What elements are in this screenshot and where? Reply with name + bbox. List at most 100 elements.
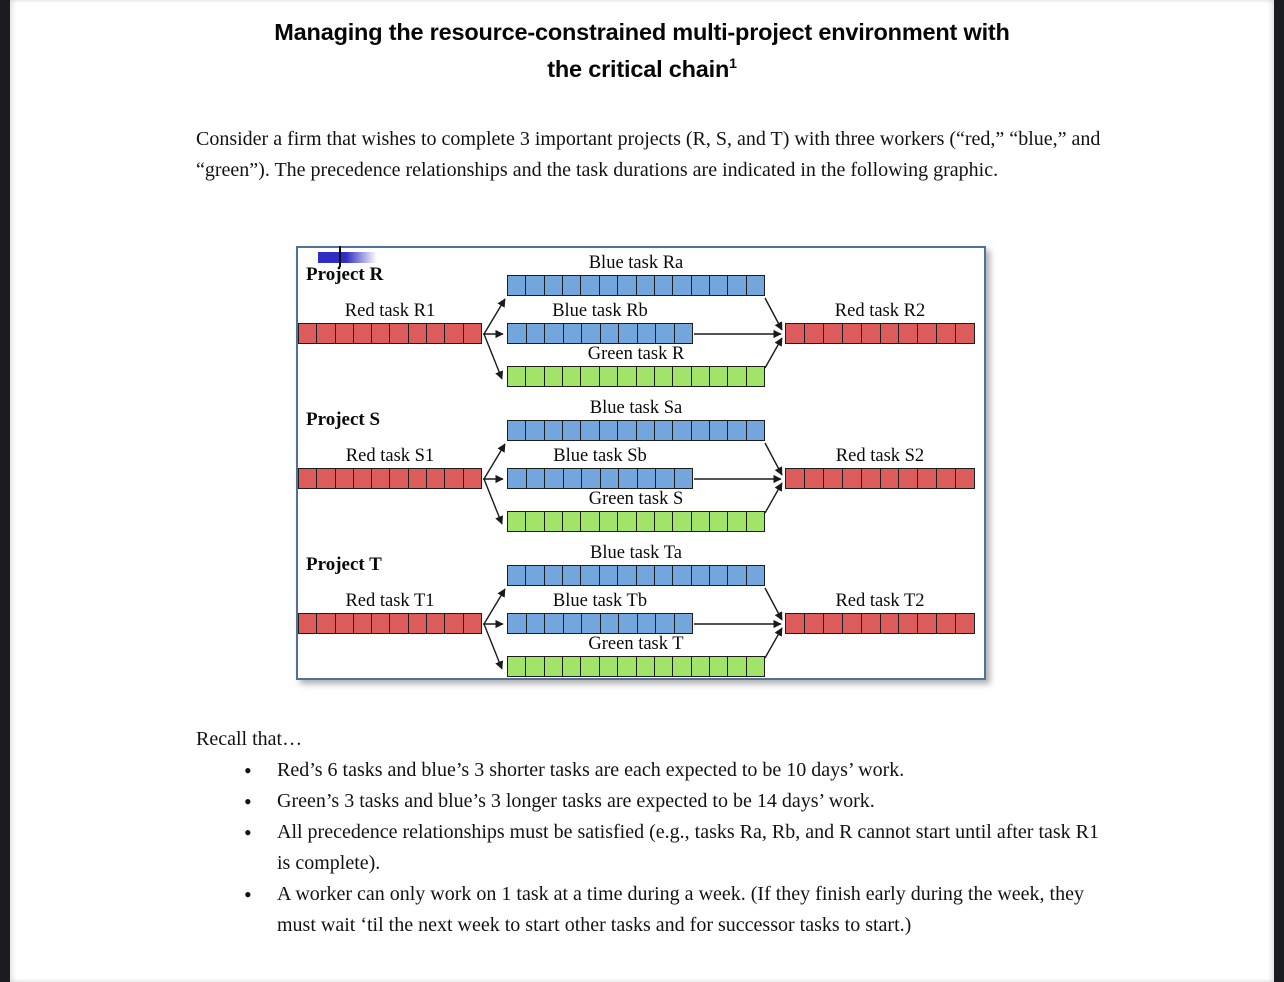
task-cell [445,469,464,488]
task-cell [804,469,824,488]
task-bar-blue-b-t [507,613,693,634]
task-cell [581,367,600,386]
recall-bullet-item: •Green’s 3 tasks and blue’s 3 longer tas… [196,786,1108,817]
task-cell [728,367,747,386]
task-cell [728,512,747,531]
task-cell [691,367,710,386]
recall-bullet-item: •A worker can only work on 1 task at a t… [196,879,1108,941]
task-cell [674,324,692,343]
task-cell [654,512,674,531]
task-cell [563,469,582,488]
task-cell [544,566,564,585]
task-cell [618,367,637,386]
task-cell [390,614,409,633]
task-label-blue-b-t: Blue task Tb [552,591,648,611]
task-cell [728,276,747,295]
task-cell [937,614,957,633]
task-cell [600,614,619,633]
precedence-arrow [483,478,504,525]
task-cell [545,324,564,343]
task-cell [746,566,765,585]
task-cell [463,469,481,488]
task-cell [618,421,637,440]
task-cell [636,657,655,676]
task-cell [619,614,638,633]
task-cell [508,324,527,343]
task-cell [861,614,881,633]
task-cell [600,324,619,343]
task-cell [823,469,843,488]
task-cell [599,276,619,295]
task-label-green-r: Green task R [587,344,685,364]
task-cell [544,367,564,386]
task-cell [956,614,975,633]
task-cell [581,421,600,440]
recall-bullet-text: Red’s 6 tasks and blue’s 3 shorter tasks… [277,759,905,781]
precedence-arrow [483,298,506,335]
task-cell [842,469,862,488]
task-cell [823,614,843,633]
task-cell [353,469,373,488]
task-cell [427,614,446,633]
task-cell [390,469,409,488]
precedence-arrow [483,588,506,625]
task-cell [544,276,564,295]
task-cell [956,324,975,343]
precedence-arrow [764,482,783,514]
page-title: Managing the resource-constrained multi-… [10,14,1274,88]
task-cell [937,469,957,488]
task-bar-red1-s [298,468,482,489]
task-cell [637,324,656,343]
precedence-arrow [764,297,783,331]
task-cell [526,421,545,440]
task-cell [673,566,692,585]
task-cell [804,324,824,343]
task-cell [408,324,428,343]
task-cell [526,566,545,585]
task-bar-blue-b-s [507,468,693,489]
task-cell [880,614,900,633]
task-cell [880,469,900,488]
task-bar-red1-r [298,323,482,344]
task-cell [899,324,919,343]
task-cell [353,614,373,633]
task-cell [618,512,637,531]
task-cell [427,469,446,488]
task-cell [674,469,692,488]
task-cell [299,614,318,633]
task-cell [709,367,729,386]
task-label-green-s: Green task S [588,489,684,509]
task-bar-red1-t [298,613,482,634]
bullet-dot-icon: • [244,820,252,845]
task-cell [526,324,545,343]
task-cell [918,469,938,488]
task-cell [544,512,564,531]
task-cell [526,469,545,488]
task-cell [582,469,601,488]
task-cell [508,469,527,488]
precedence-arrow [764,337,783,369]
viewer-left-black-margin [0,0,10,982]
viewer-right-black-margin [1274,0,1284,982]
task-cell [709,421,729,440]
task-cell [508,276,527,295]
task-cell [508,421,527,440]
task-cell [299,324,318,343]
task-cell [335,469,354,488]
task-cell [526,276,545,295]
task-cell [842,324,862,343]
task-cell [746,512,765,531]
task-cell [899,469,919,488]
recall-section: Recall that… •Red’s 6 tasks and blue’s 3… [196,724,1108,941]
task-cell [317,469,336,488]
task-cell [673,276,692,295]
precedence-arrow [764,587,783,621]
task-label-blue-b-s: Blue task Sb [553,446,647,466]
task-cell [673,421,692,440]
task-cell [563,657,582,676]
recall-bullet-item: •Red’s 6 tasks and blue’s 3 shorter task… [196,755,1108,786]
task-cell [823,324,843,343]
task-cell [728,421,747,440]
task-cell [600,469,619,488]
